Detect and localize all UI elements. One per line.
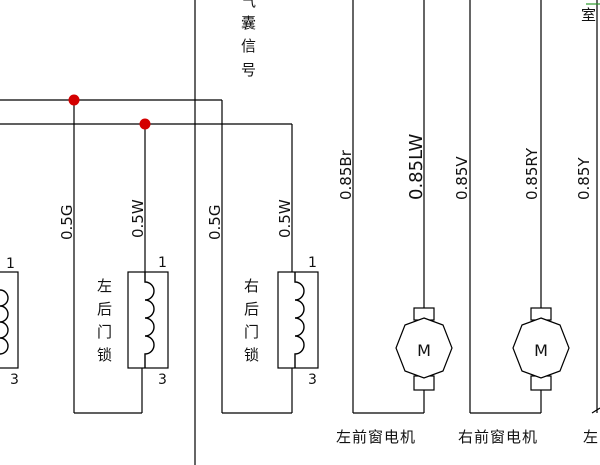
junction-dot-upper	[68, 94, 80, 106]
left-partial-pin-top: 1	[6, 256, 15, 272]
left-rear-lock-pin-top: 1	[158, 255, 167, 271]
left-motor-caption: 左前窗电机	[336, 428, 416, 446]
right-rear-lock-box	[277, 271, 319, 369]
wire-label-left-lock-signal: 0.5W	[129, 199, 147, 238]
right-rear-lock-name-char-4: 锁	[244, 346, 259, 364]
wire-label-right-motor-b: 0.85RY	[523, 147, 541, 200]
left-motor-body	[395, 317, 453, 379]
left-rear-lock-name-char-1: 左	[97, 277, 112, 295]
left-partial-pin-bottom: 3	[10, 372, 19, 388]
left-rear-door-lock: 1 3 左 后 门 锁	[97, 255, 169, 388]
right-rear-door-lock: 1 3 右 后 门 锁	[244, 255, 319, 388]
far-right-bottom-stub	[591, 407, 600, 414]
left-rear-lock-coil	[144, 272, 155, 368]
partial-caption: 左	[583, 428, 599, 446]
right-motor-caption: 右前窗电机	[458, 428, 538, 446]
right-rear-lock-name-char-1: 右	[244, 277, 259, 295]
wire-label-right-lock-signal: 0.5W	[276, 199, 294, 238]
partial-corner-char: 室	[581, 6, 596, 24]
left-partial-coil	[0, 289, 9, 355]
wire-label-right-lock-ground: 0.5G	[206, 205, 224, 240]
left-rear-lock-pin-bottom: 3	[158, 372, 167, 388]
right-rear-lock-name-char-3: 门	[244, 323, 259, 341]
airbag-signal-char-4: 号	[241, 61, 256, 79]
wire-label-far-right: 0.85Y	[575, 157, 593, 200]
airbag-signal-char-3: 信	[241, 37, 256, 55]
airbag-signal-label: 气 囊 信 号	[241, 0, 256, 79]
wire-label-left-motor-a: 0.85Br	[337, 149, 355, 200]
airbag-signal-char-1: 气	[241, 0, 256, 10]
right-rear-lock-name-char-2: 后	[244, 300, 259, 318]
wire-label-left-lock-ground: 0.5G	[58, 205, 76, 240]
left-rear-lock-name-char-4: 锁	[97, 346, 112, 364]
left-rear-lock-box	[127, 271, 169, 369]
airbag-signal-char-2: 囊	[241, 14, 256, 32]
left-motor-symbol: M	[417, 341, 431, 360]
junction-dot-lower	[139, 118, 151, 130]
wire-label-right-motor-a: 0.85V	[453, 156, 471, 200]
right-motor-body	[512, 317, 570, 379]
right-rear-lock-coil	[294, 272, 305, 368]
wire-label-left-motor-b: 0.85LW	[406, 134, 427, 200]
left-rear-lock-name-char-2: 后	[97, 300, 112, 318]
left-rear-lock-name-char-3: 门	[97, 323, 112, 341]
right-rear-lock-pin-top: 1	[308, 255, 317, 271]
left-partial-lock: 1 3	[0, 256, 19, 388]
right-rear-lock-pin-bottom: 3	[308, 372, 317, 388]
right-front-window-motor: M 右前窗电机	[458, 0, 570, 446]
left-partial-lock-box	[0, 271, 19, 369]
right-motor-symbol: M	[534, 341, 548, 360]
left-front-window-motor: M 左前窗电机	[336, 0, 453, 446]
